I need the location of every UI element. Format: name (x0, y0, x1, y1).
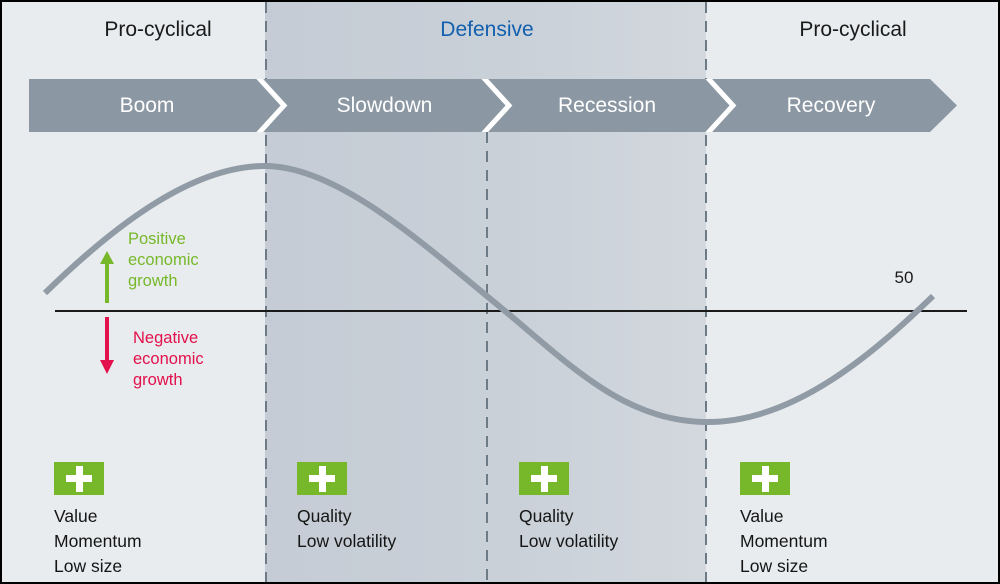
header-defensive: Defensive (440, 18, 534, 41)
factor-item: Low volatility (519, 531, 619, 551)
phase-arrow-band: Boom Slowdown Recession Recovery (2, 79, 998, 132)
factor-item: Low size (740, 556, 809, 576)
divider-recession-recovery (705, 2, 707, 582)
factor-group-slowdown: Quality Low volatility (297, 462, 396, 554)
positive-growth-label: Positive economic growth (128, 229, 199, 292)
factor-item: Quality (519, 506, 574, 526)
plus-icon-bar (761, 465, 769, 492)
plus-icon (297, 462, 347, 495)
chevron-separator-icon (481, 79, 513, 132)
factor-group-recession: Quality Low volatility (519, 462, 618, 554)
plus-icon (740, 462, 790, 495)
factor-list: Value Momentum Low size (740, 504, 828, 579)
threshold-line (55, 310, 967, 312)
phase-recession: Recession (557, 94, 657, 117)
phase-boom: Boom (119, 94, 175, 117)
factor-item: Low size (54, 556, 123, 576)
divider-boom-slowdown (265, 2, 267, 582)
factor-list: Value Momentum Low size (54, 504, 142, 579)
header-pro-cyclical-right: Pro-cyclical (799, 18, 907, 41)
plus-icon (54, 462, 104, 495)
header-pro-cyclical-left: Pro-cyclical (104, 18, 212, 41)
factor-item: Quality (297, 506, 352, 526)
factor-group-recovery: Value Momentum Low size (740, 462, 828, 579)
economic-cycle-curve (42, 162, 936, 426)
factor-list: Quality Low volatility (297, 504, 396, 554)
positive-growth-line: Positive (128, 230, 186, 248)
factor-item: Value (54, 506, 98, 526)
phase-recovery: Recovery (786, 94, 876, 117)
plus-icon-bar (75, 465, 83, 492)
threshold-value: 50 (894, 268, 914, 287)
factor-group-boom: Value Momentum Low size (54, 462, 142, 579)
chevron-separator-icon (705, 79, 737, 132)
negative-growth-line: growth (133, 371, 183, 389)
plus-icon-bar (318, 465, 326, 492)
factor-item: Low volatility (297, 531, 397, 551)
chevron-separator-icon (256, 79, 288, 132)
factor-item: Momentum (54, 531, 142, 551)
factor-item: Momentum (740, 531, 828, 551)
plus-icon (519, 462, 569, 495)
factor-list: Quality Low volatility (519, 504, 618, 554)
down-arrow-head-icon (100, 360, 114, 374)
positive-growth-line: economic (128, 251, 199, 269)
negative-growth-label: Negative economic growth (133, 328, 204, 391)
arrow-band-body (29, 79, 957, 132)
negative-growth-line: economic (133, 350, 204, 368)
negative-growth-line: Negative (133, 329, 199, 347)
up-arrow-head-icon (100, 251, 114, 264)
plus-icon-bar (540, 465, 548, 492)
divider-slowdown-recession (486, 132, 488, 582)
phase-arrow-shape (29, 79, 957, 132)
phase-slowdown: Slowdown (336, 94, 433, 117)
positive-growth-line: growth (128, 272, 178, 290)
factor-item: Value (740, 506, 784, 526)
